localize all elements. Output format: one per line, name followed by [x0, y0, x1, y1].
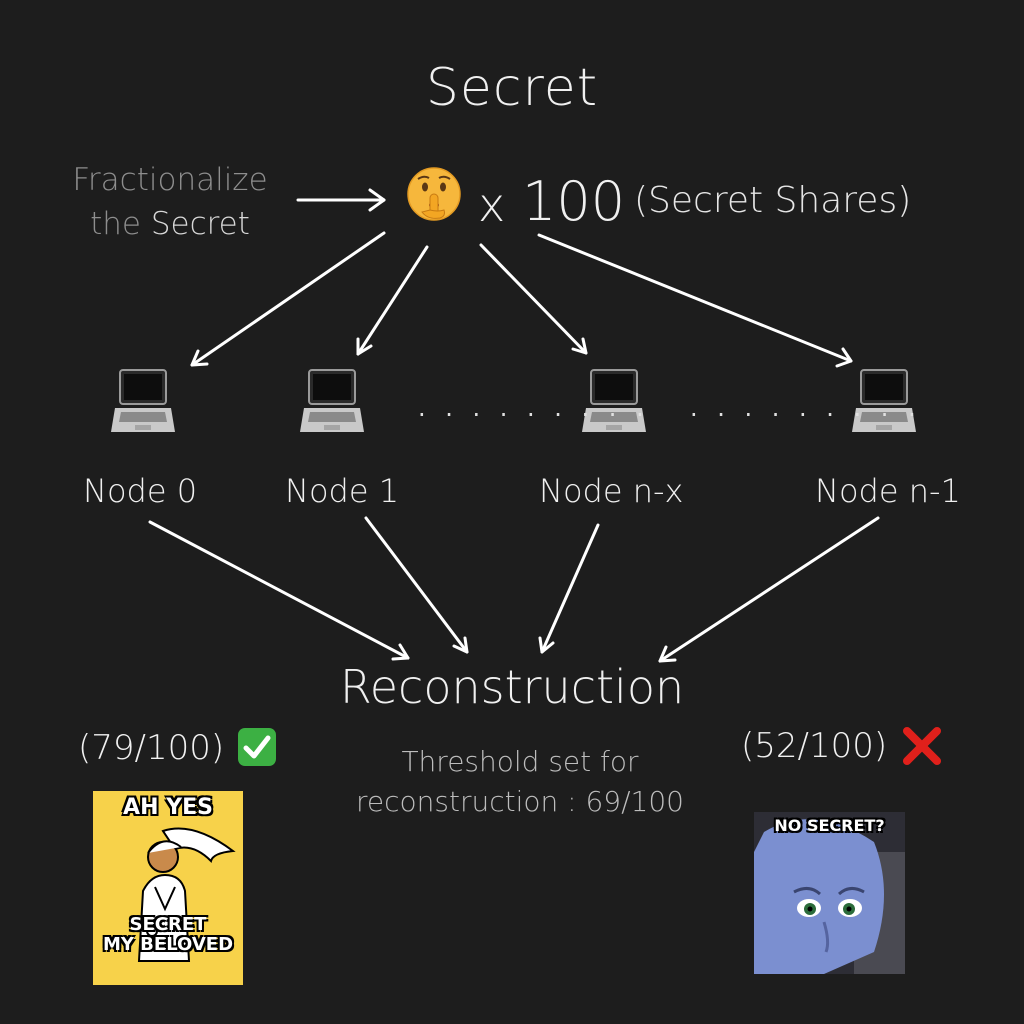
arrow-node-n-x-to-reconstruction [538, 523, 600, 654]
meme-megamind-face [754, 812, 905, 974]
ellipsis-dots: . . . . . . . . . [690, 394, 922, 422]
check-mark-icon [238, 728, 276, 766]
fractionalize-label: Fractionalize the Secret [50, 158, 290, 246]
shushing-face-icon [407, 167, 461, 221]
arrow-shares-to-node-n-x [479, 243, 588, 355]
share-count: 100 [522, 170, 626, 233]
threshold-note: Threshold set for reconstruction : 69/10… [330, 742, 710, 822]
arrow-fractionalize-to-shares [296, 188, 386, 212]
meme-bottom-text: SECRET MY BELOVED [102, 914, 234, 955]
arrow-shares-to-node-1 [356, 245, 429, 356]
ellipsis-dots: . . . . . . . . . [418, 394, 650, 422]
failure-score: (52/100) [741, 726, 888, 766]
arrow-node-1-to-reconstruction [364, 516, 469, 654]
meme-top-text: NO SECRET? [774, 816, 885, 835]
cross-mark-icon [903, 727, 941, 765]
node-label: Node n-x [539, 472, 684, 510]
node-label: Node 0 [83, 472, 198, 510]
threshold-line2: reconstruction : 69/100 [356, 785, 684, 818]
reconstruction-label: Reconstruction [339, 660, 685, 714]
meme-ah-yes-image: AH YES SECRET MY BELOVED [93, 791, 243, 985]
threshold-line1: Threshold set for [401, 745, 639, 778]
laptop-icon [111, 369, 175, 432]
fractionalize-line1: Fractionalize [72, 162, 268, 198]
diagram-title: Secret [425, 58, 599, 118]
laptop-icon [300, 369, 364, 432]
arrow-shares-to-node-n-1 [537, 233, 853, 368]
secret-highlight: Secret [150, 206, 250, 242]
node-label: Node n-1 [815, 472, 961, 510]
meme-figure [137, 827, 236, 962]
arrow-node-n-1-to-reconstruction [658, 516, 880, 663]
arrow-node-0-to-reconstruction [148, 520, 410, 661]
arrow-shares-to-node-0 [190, 231, 386, 367]
laptop-icon [852, 369, 916, 432]
laptop-icon [582, 369, 646, 432]
meme-top-text: AH YES [123, 795, 213, 820]
fractionalize-line2: the Secret [90, 206, 250, 242]
success-score: (79/100) [78, 728, 225, 768]
times-symbol: x [478, 178, 506, 232]
secret-shares-label: (Secret Shares) [634, 180, 912, 221]
node-label: Node 1 [285, 472, 400, 510]
meme-no-secret-image: NO SECRET? [754, 812, 905, 974]
